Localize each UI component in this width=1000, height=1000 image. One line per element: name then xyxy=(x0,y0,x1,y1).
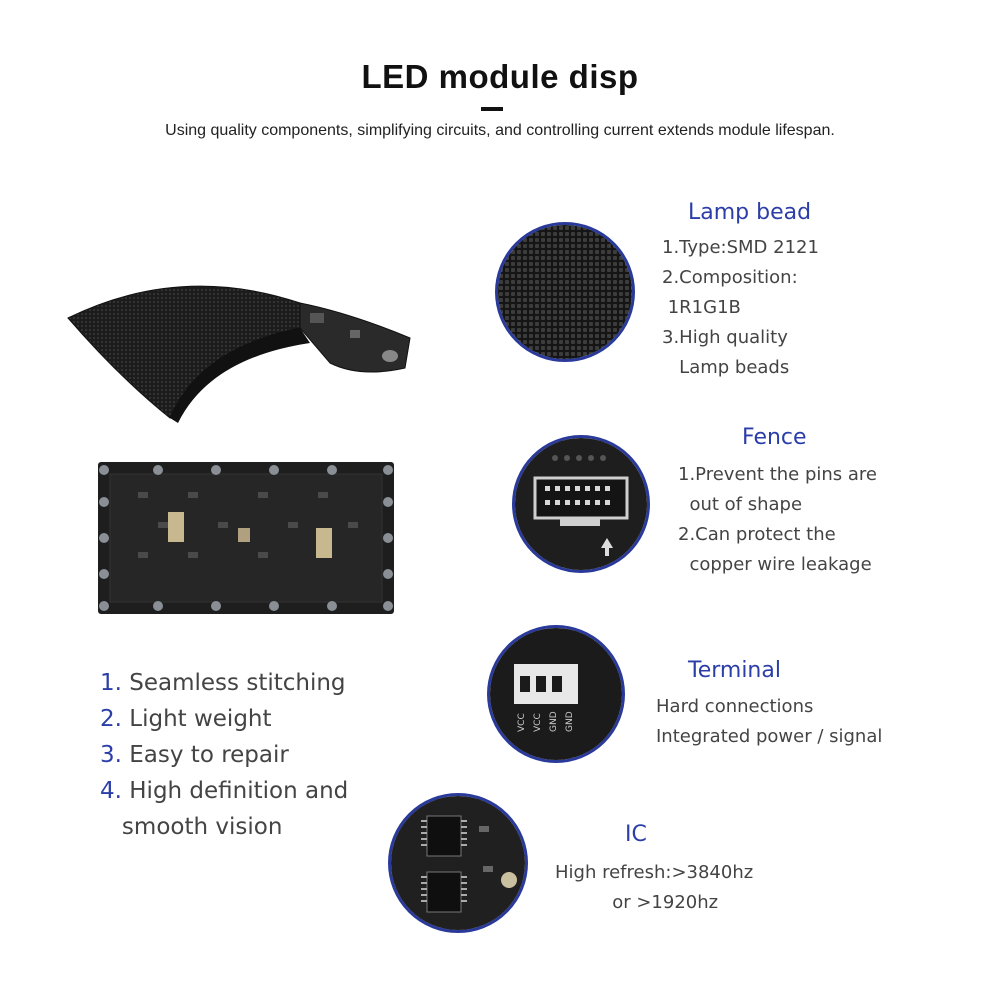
module-back-image xyxy=(98,462,394,614)
list-item: 4. High definition and xyxy=(100,778,349,804)
feature-lines-fence: 1.Prevent the pins are out of shape 2.Ca… xyxy=(678,464,878,575)
page-title: LED module disp xyxy=(361,58,639,95)
flexible-module-image xyxy=(60,268,420,428)
list-item: 1. Seamless stitching xyxy=(100,670,346,696)
terminal-label: GND xyxy=(565,711,575,732)
feature-lines-lamp-bead: 1.Type:SMD 2121 2.Composition: 1R1G1B 3.… xyxy=(662,237,819,378)
terminal-label: GND xyxy=(549,711,559,732)
feature-lines-ic: High refresh:>3840hz or >1920hz xyxy=(555,862,754,913)
feature-title-ic: IC xyxy=(625,822,647,847)
feature-lines-terminal: Hard connections Integrated power / sign… xyxy=(656,696,883,747)
feature-title-fence: Fence xyxy=(742,425,807,450)
list-item: smooth vision xyxy=(100,814,283,840)
feature-title-terminal: Terminal xyxy=(688,658,781,683)
terminal-label: VCC xyxy=(533,713,543,732)
title-underline xyxy=(481,107,503,111)
page-subtitle: Using quality components, simplifying ci… xyxy=(165,122,835,139)
ic-chips-icon xyxy=(388,793,528,933)
feature-title-lamp-bead: Lamp bead xyxy=(688,200,812,225)
list-item: 2. Light weight xyxy=(100,706,272,732)
led-matrix-closeup-icon xyxy=(495,222,635,362)
power-terminal-icon: VCC VCC GND GND xyxy=(487,625,625,763)
terminal-label: VCC xyxy=(517,713,527,732)
advantages-list: 1. Seamless stitching 2. Light weight 3.… xyxy=(100,665,420,845)
list-item: 3. Easy to repair xyxy=(100,742,289,768)
pin-header-connector-icon xyxy=(512,435,650,573)
